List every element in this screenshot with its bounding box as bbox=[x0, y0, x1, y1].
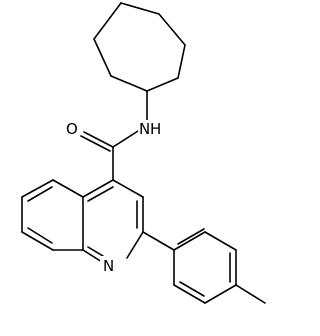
amide-linkage bbox=[80, 90, 148, 181]
structure-diagram: O N H N bbox=[21, 2, 266, 304]
atom-labels: O N H N bbox=[64, 120, 161, 275]
quinoline-core bbox=[21, 179, 144, 263]
ring-nitrogen-label: N bbox=[103, 257, 114, 275]
tolyl-ring bbox=[142, 228, 266, 304]
oxygen-label: O bbox=[66, 120, 78, 138]
cycloheptyl-ring bbox=[93, 2, 186, 92]
amide-hydrogen-label: H bbox=[150, 120, 161, 138]
amide-nitrogen-label: N bbox=[139, 120, 150, 138]
